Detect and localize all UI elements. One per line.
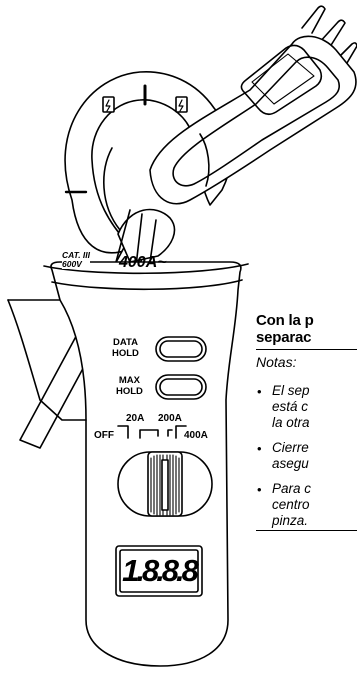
switch-label-200a: 200A	[158, 413, 182, 424]
notes-bottom-rule	[256, 530, 357, 531]
switch-label-20a: 20A	[126, 413, 145, 424]
notes-label: Notas:	[256, 354, 297, 370]
bullet-marker: •	[257, 482, 262, 497]
range-label: 400A~	[119, 254, 167, 271]
data-hold-label: DATA HOLD	[112, 337, 139, 359]
bullet-marker: •	[257, 384, 262, 399]
note-1-line1: El sep	[272, 383, 310, 398]
max-hold-line2: HOLD	[116, 386, 143, 397]
max-hold-label: MAX HOLD	[116, 375, 143, 397]
switch-label-400a: 400A	[184, 430, 208, 441]
notes-top-rule	[256, 349, 357, 350]
category-line1: CAT. III	[62, 250, 91, 260]
category-line2: 600V	[62, 259, 82, 269]
max-hold-button	[155, 374, 207, 400]
note-2-line1: Cierre	[272, 440, 309, 455]
note-item-3: Para c centro pinza.	[272, 481, 311, 529]
data-hold-line1: DATA	[112, 337, 138, 348]
bullet-marker: •	[257, 441, 262, 456]
lcd-readout: 1.8.8.8	[122, 553, 199, 588]
note-item-2: Cierre asegu	[272, 440, 309, 472]
note-3-line1: Para c	[272, 481, 312, 496]
lcd-display	[115, 545, 203, 597]
max-hold-line1: MAX	[118, 375, 141, 386]
plug-prongs	[301, 5, 357, 69]
note-3-line2: centro	[272, 497, 310, 512]
plug-body	[149, 35, 357, 205]
note-item-1: El sep está c la otra	[272, 383, 310, 431]
category-rating: CAT. III 600V	[62, 250, 91, 269]
heading-line1: Con la p	[256, 312, 314, 329]
note-1-line2: está c	[272, 399, 309, 414]
switch-label-off: OFF	[94, 430, 114, 441]
heading-line2: separac	[256, 329, 312, 346]
data-hold-button	[155, 336, 207, 362]
note-1-line3: la otra	[272, 415, 310, 430]
data-hold-line2: HOLD	[112, 348, 139, 359]
note-3-line3: pinza.	[272, 513, 309, 528]
section-heading: Con la p separac	[256, 312, 314, 346]
note-2-line2: asegu	[272, 456, 309, 471]
